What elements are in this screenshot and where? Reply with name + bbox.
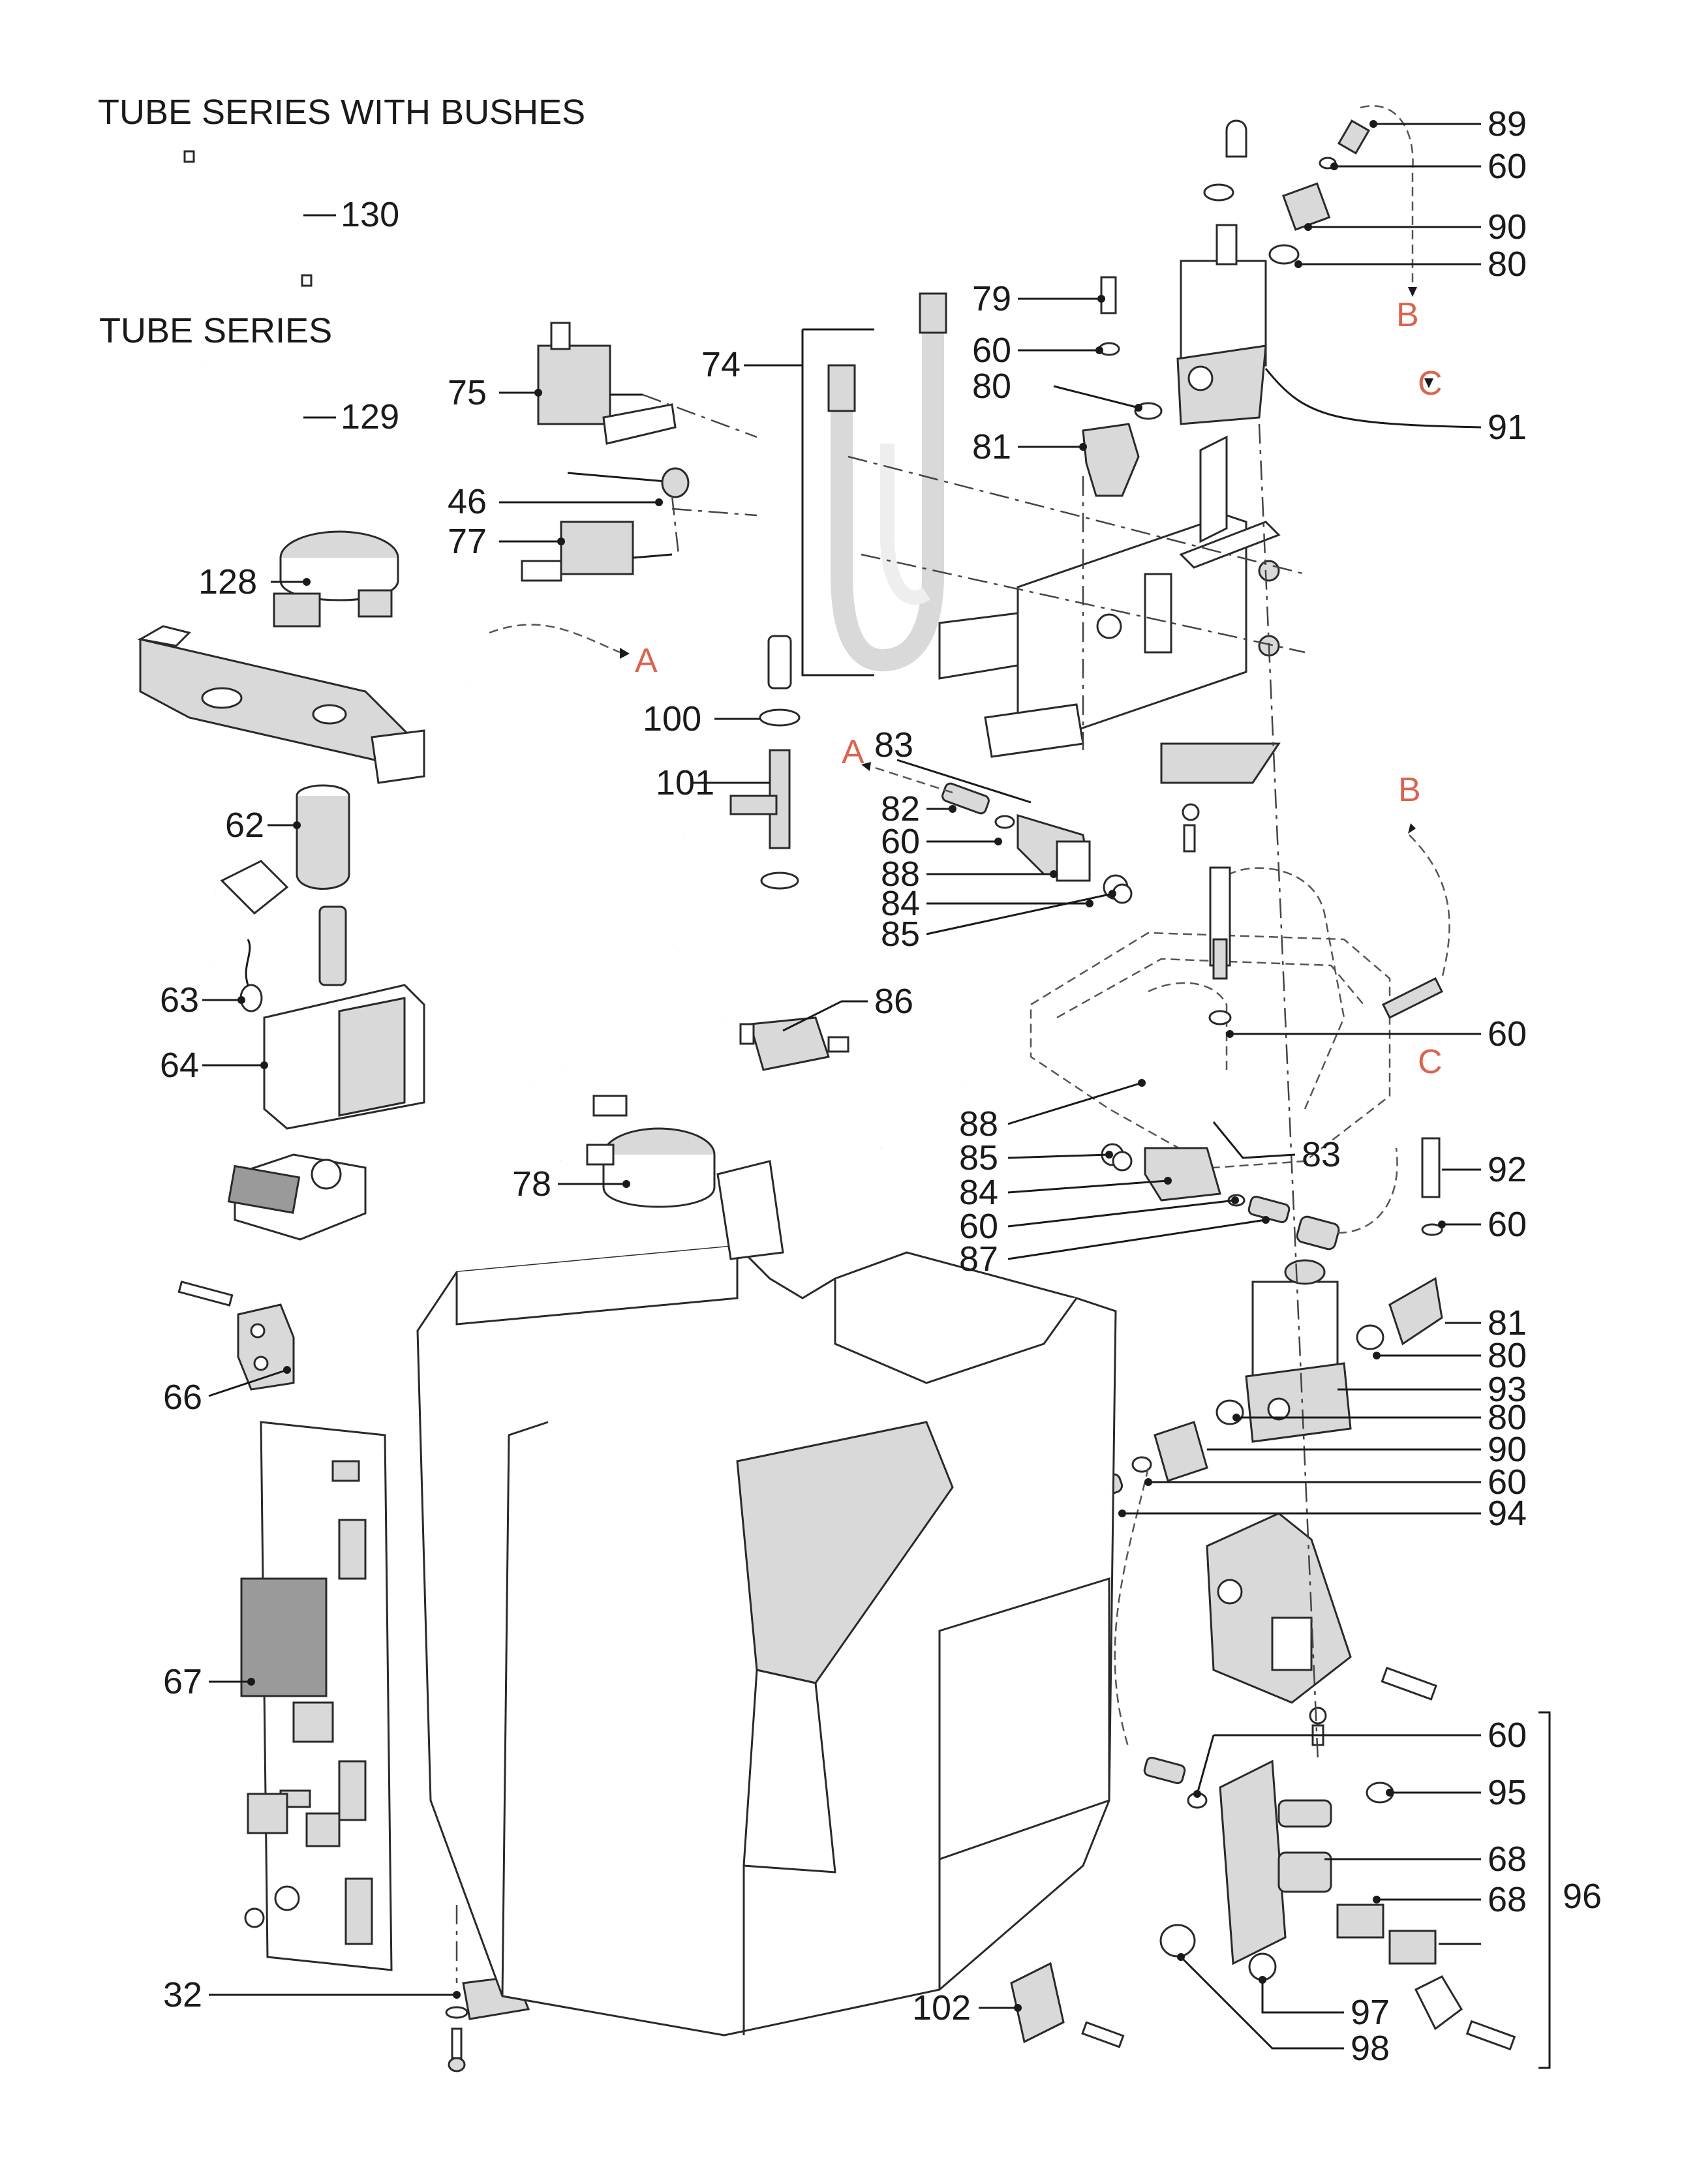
callout-89: 89 <box>1488 104 1527 144</box>
callout-60-h: 60 <box>1488 1716 1527 1755</box>
heading-tube-series: TUBE SERIES <box>99 311 332 350</box>
ref-letter-b-2: B <box>1398 771 1421 809</box>
callout-60-c: 60 <box>881 822 920 861</box>
callout-83-b: 83 <box>1302 1135 1341 1174</box>
fitting-92-illustration <box>1421 1137 1443 1236</box>
leader-lines <box>202 123 1482 2050</box>
valve-block-illustration <box>1030 866 1444 1169</box>
callout-60-f: 60 <box>959 1207 998 1246</box>
heating-element-74-illustration <box>827 292 947 672</box>
callout-102: 102 <box>912 1988 971 2027</box>
flowmeter-86-illustration <box>739 1016 849 1071</box>
fitting-79-81-illustration <box>1082 276 1163 497</box>
tube-series-illustration <box>202 365 307 487</box>
mounting-bracket-illustration <box>938 435 1281 758</box>
callout-62: 62 <box>225 806 264 845</box>
callout-68-a: 68 <box>1488 1840 1527 1879</box>
callout-80-b: 80 <box>1488 245 1527 284</box>
callout-60-d: 60 <box>1488 1014 1527 1054</box>
callout-78: 78 <box>512 1164 551 1204</box>
water-inlet-base-128-illustration <box>137 530 425 784</box>
pump-64-illustration <box>227 905 425 1241</box>
side-bracket-illustration <box>1206 1512 1437 1746</box>
leader-dots <box>237 120 1446 2012</box>
callout-60-g: 60 <box>1488 1463 1527 1502</box>
callout-100: 100 <box>643 699 701 738</box>
callout-74: 74 <box>701 345 741 384</box>
callout-94: 94 <box>1488 1494 1527 1533</box>
ref-letter-c-1: C <box>1418 365 1443 402</box>
bracket-66-illustration <box>177 1281 295 1391</box>
callout-92: 92 <box>1488 1150 1527 1189</box>
chassis-frame-illustration <box>416 1160 1117 2037</box>
callout-85-a: 85 <box>881 915 920 954</box>
fitting-89-90-illustration <box>1268 119 1371 265</box>
callout-96: 96 <box>1563 1877 1602 1916</box>
callout-88-a: 88 <box>881 855 920 894</box>
callout-88-b: 88 <box>959 1104 998 1144</box>
ref-letter-c-2: C <box>1418 1043 1443 1081</box>
solenoid-valve-93-illustration <box>1245 1259 1352 1443</box>
callout-64: 64 <box>160 1046 199 1085</box>
tube-with-bushes-illustration <box>183 150 313 287</box>
thermostat-75-illustration <box>537 322 677 445</box>
callout-98: 98 <box>1351 2029 1390 2068</box>
callout-86: 86 <box>874 982 913 1021</box>
callout-87: 87 <box>959 1239 998 1279</box>
callout-84-b: 84 <box>959 1173 998 1212</box>
callout-82: 82 <box>881 789 920 828</box>
callout-85-b: 85 <box>959 1138 998 1177</box>
solenoid-valve-91-illustration <box>1176 119 1267 425</box>
ref-letter-b-1: B <box>1396 296 1419 334</box>
callout-83-a: 83 <box>874 725 913 765</box>
t-connector-101-illustration <box>729 635 801 890</box>
callout-68-b: 68 <box>1488 1880 1527 1919</box>
air-break-78-illustration <box>586 1095 716 1208</box>
callout-130: 130 <box>341 195 399 234</box>
callout-32: 32 <box>163 1975 202 2014</box>
callout-80-c: 80 <box>1488 1336 1527 1375</box>
callout-91: 91 <box>1488 408 1527 447</box>
callout-60-a: 60 <box>972 331 1011 370</box>
callout-97: 97 <box>1351 1993 1390 2032</box>
flowmeter-62-illustration <box>192 784 350 973</box>
callout-84-a: 84 <box>881 884 920 923</box>
fuse-46-illustration <box>567 467 690 498</box>
callout-101: 101 <box>656 763 714 802</box>
control-board-67-illustration <box>240 1421 393 1971</box>
valve-fittings-upper-illustration <box>941 782 1133 904</box>
callout-128: 128 <box>198 562 257 601</box>
thermostat-77-illustration <box>521 521 673 582</box>
callout-81-b: 81 <box>1488 1303 1527 1342</box>
callout-80-a: 80 <box>972 367 1011 406</box>
ref-letter-a-1: A <box>635 642 658 680</box>
callout-67: 67 <box>163 1662 202 1701</box>
callout-75: 75 <box>448 373 487 412</box>
callout-66: 66 <box>163 1378 202 1417</box>
heading-tube-series-with-bushes: TUBE SERIES WITH BUSHES <box>98 93 585 132</box>
callout-80-d: 80 <box>1488 1398 1527 1437</box>
callout-60-b: 60 <box>1488 147 1527 186</box>
callout-129: 129 <box>341 397 399 436</box>
callout-77: 77 <box>448 522 487 561</box>
callout-93: 93 <box>1488 1370 1527 1409</box>
callout-90-b: 90 <box>1488 1430 1527 1469</box>
callout-60-e: 60 <box>1488 1205 1527 1244</box>
ref-letter-a-2: A <box>842 733 864 771</box>
bracket-plate-illustration <box>1160 742 1281 853</box>
callout-46: 46 <box>448 482 487 521</box>
callout-81-a: 81 <box>972 427 1011 466</box>
callout-90-a: 90 <box>1488 207 1527 247</box>
tray-clip-102-illustration <box>1010 1962 1125 2048</box>
callout-95: 95 <box>1488 1773 1527 1812</box>
valve-assembly-96-illustration <box>1143 1757 1516 2051</box>
callout-63: 63 <box>160 980 199 1020</box>
callout-79: 79 <box>972 279 1011 318</box>
